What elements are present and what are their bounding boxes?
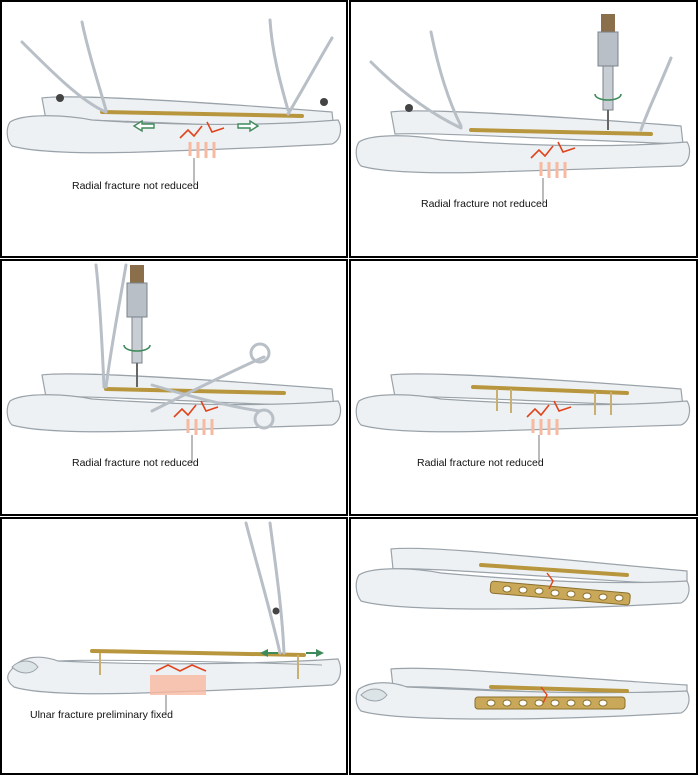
- panel-5: Ulnar fracture preliminary fixed: [0, 517, 348, 775]
- panel-3: Radial fracture not reduced: [0, 259, 348, 516]
- panel-3-illustration: [6, 263, 342, 463]
- panel-4-illustration: [355, 373, 691, 463]
- panel-5-illustration: [7, 521, 342, 715]
- panel-1: Radial fracture not reduced: [0, 0, 348, 258]
- panel-4-caption: Radial fracture not reduced: [417, 457, 544, 469]
- panel-2-illustration: [355, 14, 691, 202]
- panel-2: Radial fracture not reduced: [349, 0, 698, 258]
- panel-1-illustration: [6, 18, 342, 184]
- panel-2-caption: Radial fracture not reduced: [421, 198, 548, 210]
- panel-6: [349, 517, 698, 775]
- panel-4: Radial fracture not reduced: [349, 259, 698, 516]
- panel-3-caption: Radial fracture not reduced: [72, 457, 199, 469]
- push-arrow-icon: [132, 119, 260, 133]
- rotation-arrow-icon: [123, 344, 151, 352]
- panel-5-caption: Ulnar fracture preliminary fixed: [30, 709, 173, 721]
- panel-1-caption: Radial fracture not reduced: [72, 180, 199, 192]
- panel-6-illustration: [355, 547, 690, 720]
- rotation-arrow-icon: [594, 93, 622, 101]
